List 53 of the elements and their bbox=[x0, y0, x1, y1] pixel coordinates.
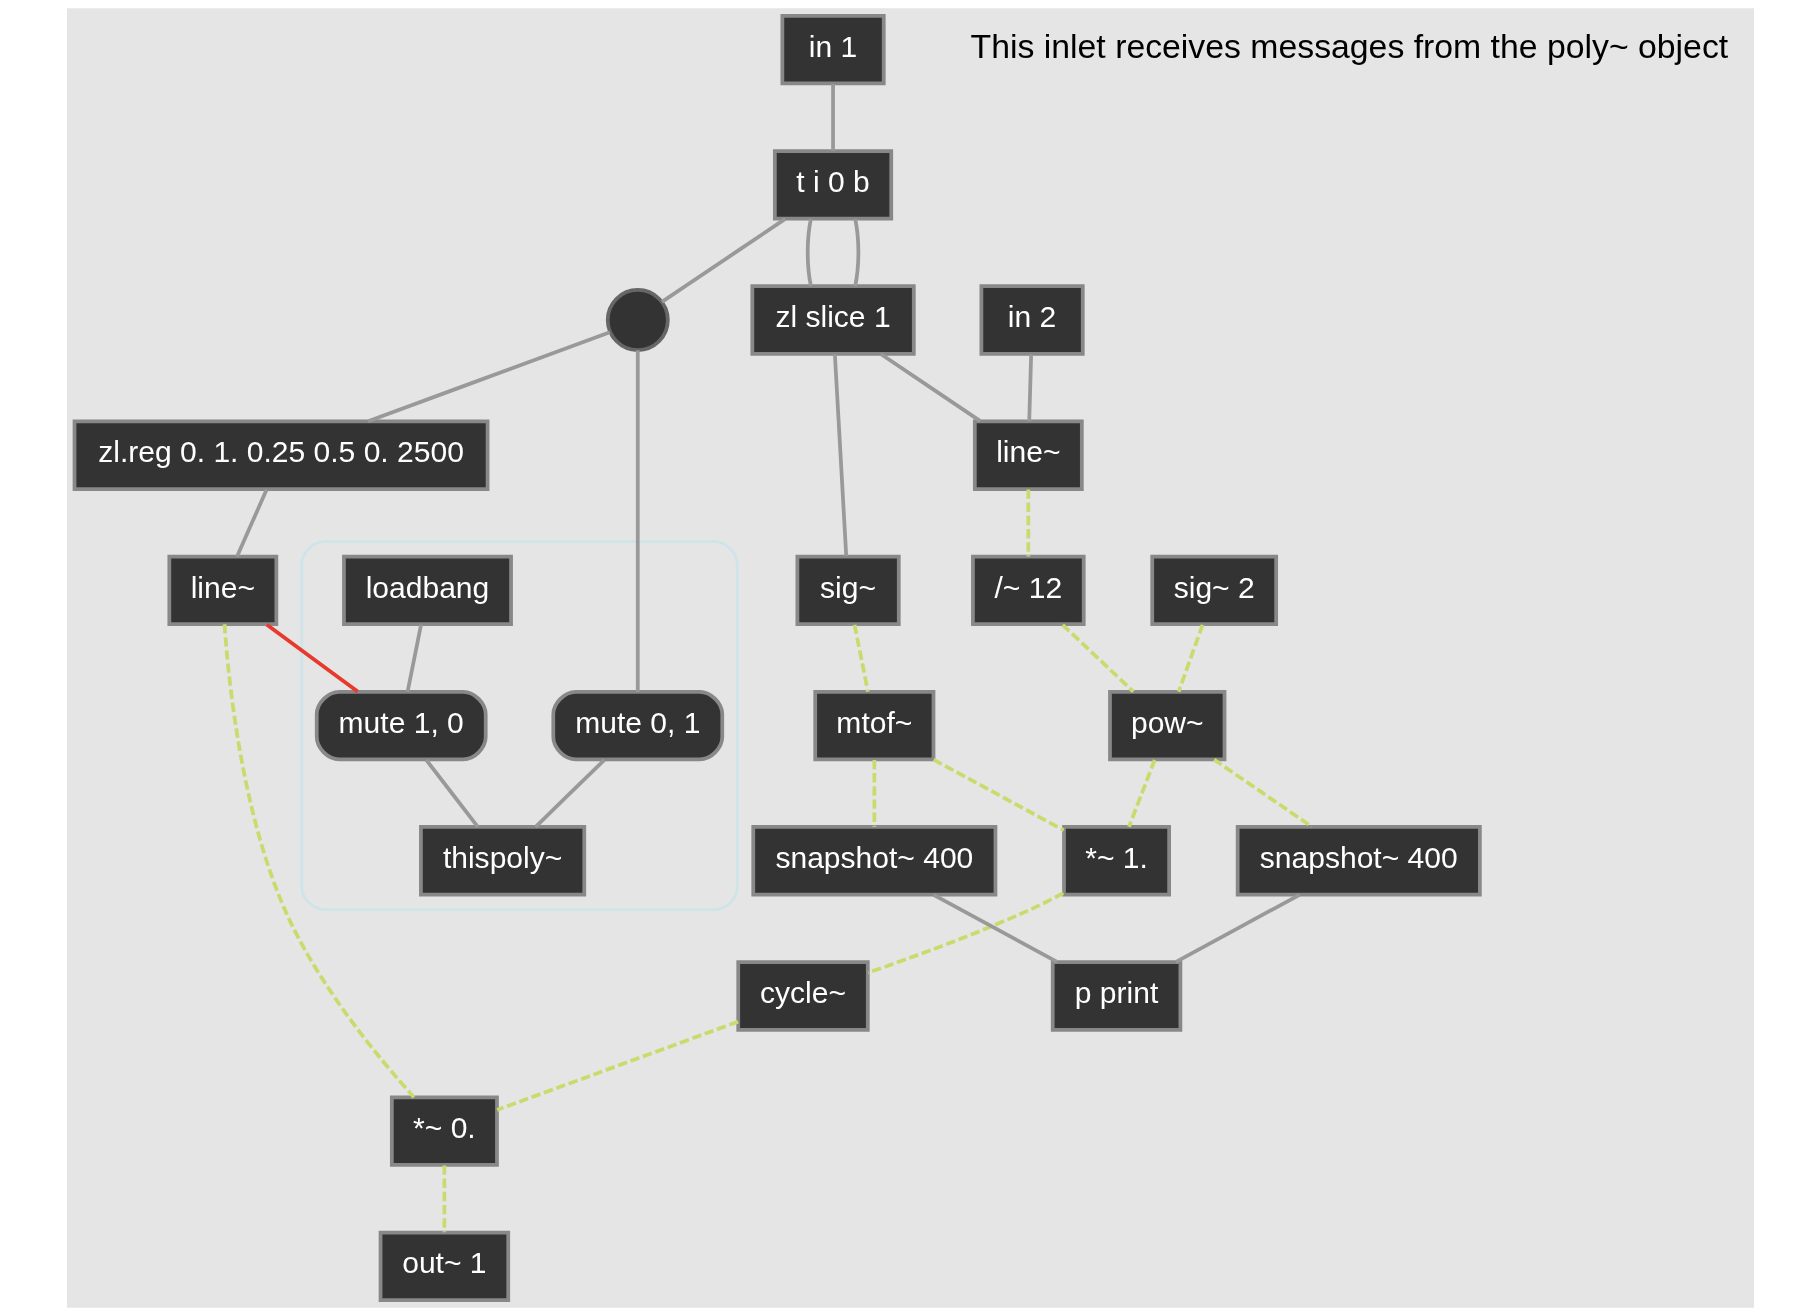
connector bbox=[1060, 623, 1135, 693]
connector bbox=[366, 330, 610, 424]
node-box: pow~ bbox=[1107, 689, 1226, 762]
connector bbox=[1025, 489, 1030, 557]
connector bbox=[1026, 354, 1033, 422]
node-box: mtof~ bbox=[812, 689, 935, 762]
node-box: snapshot~ 400 bbox=[750, 825, 997, 897]
node-box: *~ 1. bbox=[1061, 825, 1171, 897]
connector bbox=[867, 891, 1064, 975]
node-box: line~ bbox=[166, 554, 278, 627]
connector bbox=[852, 218, 860, 287]
node-box: zl.reg 0. 1. 0.25 0.5 0. 2500 bbox=[72, 419, 489, 491]
node-box: zl slice 1 bbox=[749, 284, 916, 356]
node-box: mute 0, 1 bbox=[550, 689, 724, 762]
connector bbox=[1126, 759, 1156, 828]
connector bbox=[932, 893, 1058, 964]
node-box: line~ bbox=[972, 419, 1084, 491]
connector bbox=[496, 1019, 739, 1112]
node-box: snapshot~ 400 bbox=[1235, 825, 1482, 897]
connector bbox=[1174, 893, 1300, 964]
node-box: t i 0 b bbox=[772, 149, 893, 221]
connector bbox=[660, 217, 786, 304]
node-box: /~ 12 bbox=[970, 554, 1086, 627]
node-box: out~ 1 bbox=[378, 1230, 510, 1302]
connector bbox=[222, 624, 415, 1099]
node-circle bbox=[605, 288, 670, 352]
connector bbox=[442, 1165, 446, 1233]
node-box: loadbang bbox=[341, 554, 513, 627]
connector bbox=[234, 488, 268, 558]
connector bbox=[932, 757, 1065, 832]
node-box: *~ 0. bbox=[389, 1095, 499, 1167]
connector bbox=[879, 352, 981, 423]
connector bbox=[424, 758, 479, 828]
connector bbox=[832, 353, 848, 557]
connector bbox=[533, 758, 606, 829]
cluster bbox=[299, 540, 739, 911]
connector bbox=[405, 624, 423, 692]
node-box: p print bbox=[1050, 960, 1182, 1032]
node-box: thispoly~ bbox=[418, 825, 586, 897]
connector bbox=[830, 84, 835, 151]
connector bbox=[872, 759, 876, 827]
node-box: sig~ bbox=[795, 554, 901, 627]
node-box: cycle~ bbox=[735, 960, 870, 1032]
connector bbox=[805, 218, 813, 287]
node-box: sig~ 2 bbox=[1149, 554, 1278, 627]
connector bbox=[635, 350, 640, 692]
connector bbox=[265, 623, 359, 694]
node-box: in 2 bbox=[979, 284, 1085, 356]
node-box: in 1 bbox=[780, 14, 886, 86]
connector bbox=[852, 624, 870, 692]
node-box: mute 1, 0 bbox=[314, 689, 488, 762]
connector bbox=[1176, 624, 1204, 693]
label: This inlet receives messages from the poly~ object bbox=[970, 26, 1728, 65]
